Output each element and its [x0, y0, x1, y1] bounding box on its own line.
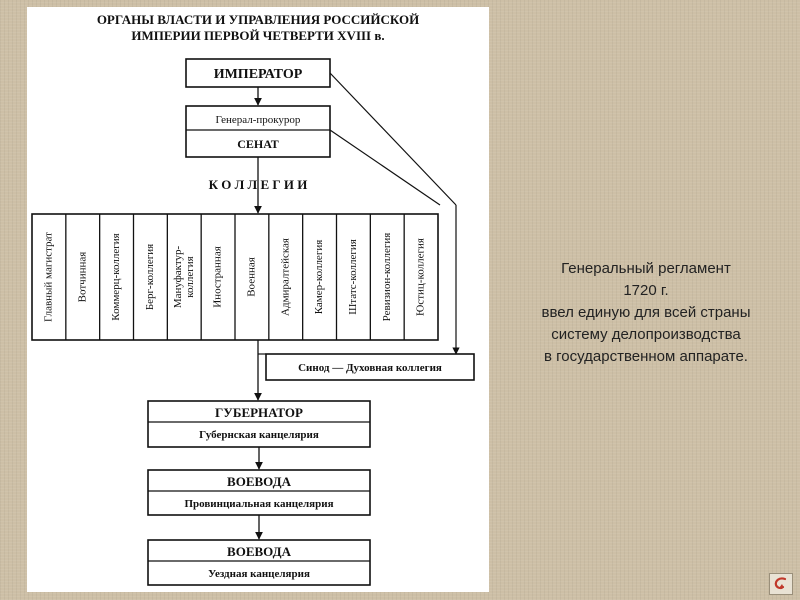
emperor-label: ИМПЕРАТОР: [214, 67, 303, 82]
procurator-label: Генерал-прокурор: [216, 114, 301, 126]
line-emperor-synod: [329, 72, 457, 206]
note-line: ввел единую для всей страны: [541, 304, 751, 321]
diagram-title-line2: ИМПЕРИИ ПЕРВОЙ ЧЕТВЕРТИ XVIII в.: [131, 28, 384, 43]
uezd-office-label: Уездная канцелярия: [208, 568, 310, 580]
collegium-label: Адмиралтейская: [279, 238, 291, 316]
collegium-label: Иностранная: [212, 246, 224, 308]
collegium-label: Мануфактур-: [172, 246, 184, 309]
line-senate-synod: [329, 129, 441, 206]
province-voevoda-label: ВОЕВОДА: [227, 474, 292, 489]
return-button[interactable]: [769, 573, 793, 595]
uezd-voevoda-label: ВОЕВОДА: [227, 544, 292, 559]
collegium-label: Вотчинная: [76, 252, 88, 303]
collegium-label: Берг-коллегия: [144, 244, 156, 310]
note-line: в государственном аппарате.: [544, 348, 748, 365]
collegium-label: Коммерц-коллегия: [110, 233, 122, 320]
note-line: 1720 г.: [623, 282, 669, 299]
senate-label: СЕНАТ: [237, 137, 279, 151]
note-line: Генеральный регламент: [561, 260, 731, 277]
collegium-label: Главный магистрат: [42, 232, 54, 322]
synod-label: Синод — Духовная коллегия: [298, 362, 442, 374]
collegium-label: Штатс-коллегия: [347, 239, 359, 315]
synod-box: [265, 353, 475, 381]
gubernia-office-label: Губернская канцелярия: [199, 429, 319, 441]
diagram-title-line1: ОРГАНЫ ВЛАСТИ И УПРАВЛЕНИЯ РОССИЙСКОЙ: [97, 12, 419, 27]
general-regulation-note: Генеральный регламент 1720 г. ввел едину…: [497, 258, 795, 368]
province-voevoda-box: [147, 469, 371, 516]
note-line: систему делопроизводства: [551, 326, 741, 343]
governor-label: ГУБЕРНАТОР: [215, 405, 303, 420]
collegium-label: Юстиц-коллегия: [415, 238, 427, 316]
collegium-label: Ревизион-коллегия: [381, 233, 393, 322]
return-arrow-icon: [774, 577, 787, 590]
collegium-label: Камер-коллегия: [313, 240, 325, 315]
collegium-label: коллегия: [184, 256, 196, 297]
collegium-label: Военная: [245, 257, 257, 297]
uezd-voevoda-box: [147, 539, 371, 586]
collegia-columns: Главный магистрат Вотчинная Коммерц-коллег…: [42, 214, 427, 340]
province-office-label: Провинциальная канцелярия: [184, 498, 333, 510]
